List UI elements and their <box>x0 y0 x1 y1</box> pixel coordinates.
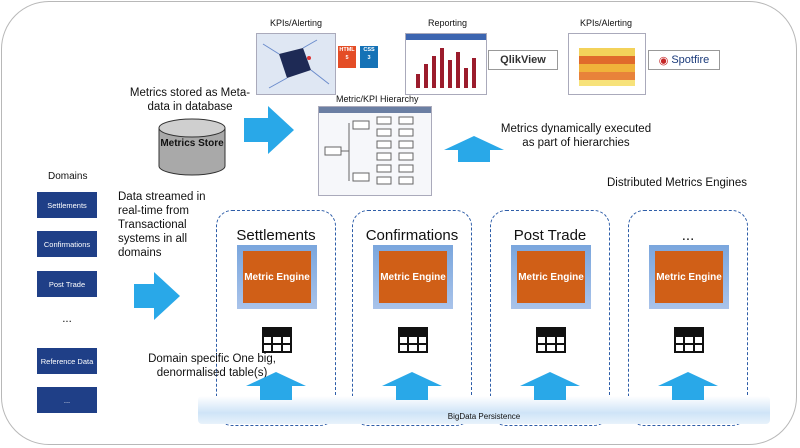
metric-engine-label: Metric Engine <box>517 251 585 303</box>
engine-title: ... <box>681 227 695 244</box>
hierarchy-screenshot <box>318 106 432 196</box>
table-grid-icon <box>262 327 292 353</box>
engine-title: Post Trade <box>513 227 587 244</box>
kpi-left-label: KPIs/Alerting <box>270 18 323 28</box>
metric-engine-card: Metric Engine <box>511 245 591 309</box>
kpi-right-label: KPIs/Alerting <box>580 18 633 28</box>
bigdata-label: BigData Persistence <box>447 412 521 421</box>
metrics-store-database: Metrics Store <box>158 118 226 176</box>
network-graph-icon <box>262 39 330 89</box>
table-grid-icon <box>398 327 428 353</box>
streamed-text: Data streamed in real-time from Transact… <box>118 191 206 259</box>
domain-post-trade: Post Trade <box>37 271 97 297</box>
up-arrow-icon <box>444 136 504 162</box>
domain-ellipsis: ... <box>62 313 72 325</box>
heatmap-icon <box>579 48 635 86</box>
metrics-executed-text: Metrics dynamically executed as part of … <box>500 123 652 149</box>
up-arrow-icon <box>382 372 442 400</box>
metric-engine-card: Metric Engine <box>373 245 453 309</box>
database-cylinder-icon <box>158 118 226 176</box>
distributed-engines-text: Distributed Metrics Engines <box>607 177 747 189</box>
domain-table-text: Domain specific One big, denormalised ta… <box>148 353 276 379</box>
up-arrow-icon <box>520 372 580 400</box>
streaming-arrow-icon <box>134 272 180 320</box>
engine-panel-more: ... Metric Engine <box>628 210 748 426</box>
qlikview-logo: QlikView <box>488 50 558 70</box>
bigdata-persistence-band: BigData Persistence <box>198 396 770 424</box>
domain-reference-data: Reference Data <box>37 348 97 374</box>
engine-title: Confirmations <box>365 227 459 244</box>
spotfire-target-icon: ◉ <box>658 54 669 67</box>
right-arrow-icon <box>244 106 294 154</box>
metrics-stored-text: Metrics stored as Meta-data in database <box>129 87 251 113</box>
metric-engine-card: Metric Engine <box>649 245 729 309</box>
hierarchy-title: Metric/KPI Hierarchy <box>336 94 419 104</box>
spotfire-logo: ◉Spotfire <box>648 50 720 70</box>
table-grid-icon <box>674 327 704 353</box>
domain-settlements: Settlements <box>37 192 97 218</box>
metric-engine-label: Metric Engine <box>655 251 723 303</box>
reporting-label: Reporting <box>428 18 468 28</box>
bar-chart-icon <box>406 34 486 88</box>
engine-panel-confirmations: Confirmations Metric Engine <box>352 210 472 426</box>
engine-panel-settlements: Settlements Metric Engine <box>216 210 336 426</box>
engine-panel-post-trade: Post Trade Metric Engine <box>490 210 610 426</box>
metric-engine-card: Metric Engine <box>237 245 317 309</box>
engine-title: Settlements <box>236 227 316 244</box>
metric-engine-label: Metric Engine <box>243 251 311 303</box>
table-grid-icon <box>536 327 566 353</box>
kpi-dashboard-screenshot <box>256 33 336 95</box>
heatmap-screenshot <box>568 33 646 95</box>
domain-confirmations: Confirmations <box>37 231 97 257</box>
tree-hierarchy-icon <box>319 107 431 185</box>
up-arrow-icon <box>246 372 306 400</box>
domains-title: Domains <box>48 171 88 182</box>
metric-engine-label: Metric Engine <box>379 251 447 303</box>
up-arrow-icon <box>658 372 718 400</box>
metrics-store-label: Metrics Store <box>160 138 224 149</box>
domain-more: ... <box>37 387 97 413</box>
reporting-screenshot <box>405 33 487 95</box>
